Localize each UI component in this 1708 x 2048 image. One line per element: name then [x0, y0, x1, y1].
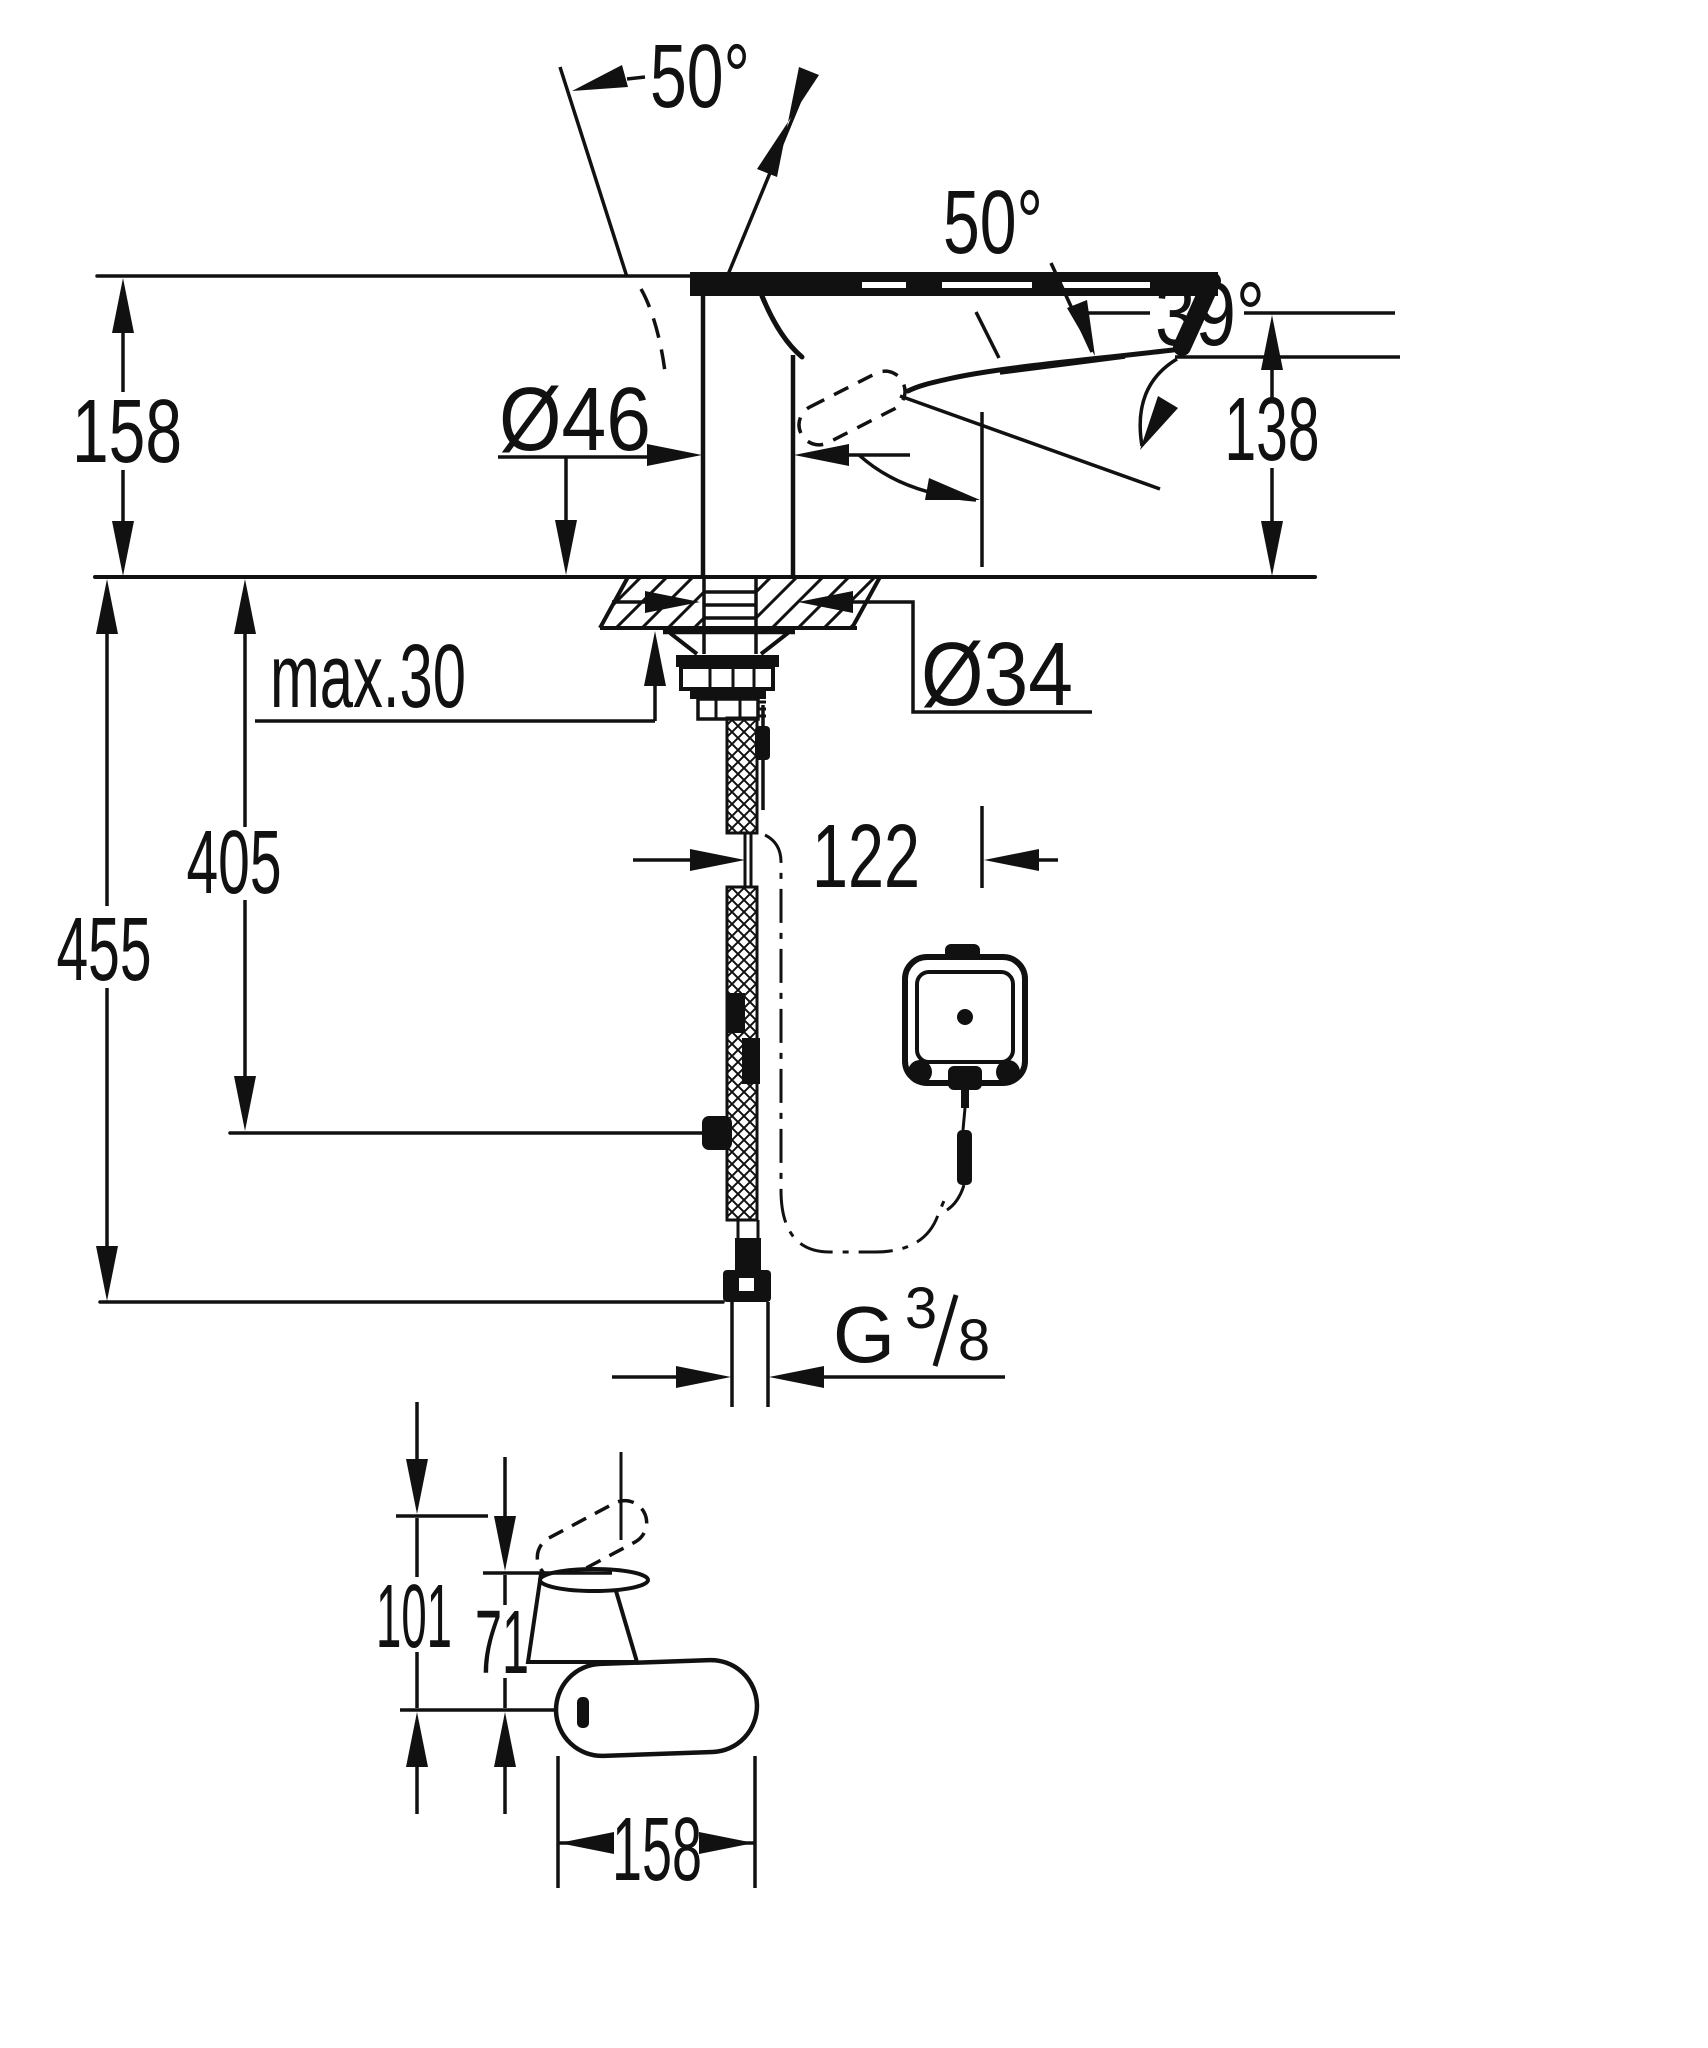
- countertop-section: [598, 576, 882, 654]
- control-box-cable-wire: [961, 1107, 967, 1131]
- escutcheon-side-left: [668, 631, 699, 656]
- dim-455-arrow-down: [96, 1246, 118, 1301]
- lever-flat-extension-line: [999, 355, 1126, 375]
- dim-138-arrow-down: [1261, 521, 1283, 576]
- label-view2-height-total: 101: [376, 1567, 452, 1667]
- label-thread-denominator: 8: [958, 1308, 990, 1373]
- dim-o34-arrow-left: [798, 591, 853, 613]
- threaded-shank: [696, 697, 760, 721]
- nut-collar: [690, 689, 766, 699]
- hose-elbow: [702, 1116, 732, 1150]
- dim-39-arrow-right: [1140, 396, 1178, 450]
- mounting-nut: [679, 665, 775, 691]
- pull-rod-knob: [755, 726, 770, 760]
- neck-curve: [759, 293, 805, 360]
- label-view2-height-body: 71: [475, 1593, 529, 1693]
- control-box-foot-right: [996, 1060, 1020, 1084]
- spray-reference-tick: [974, 311, 1001, 359]
- dim-405-arrow-up: [234, 579, 256, 634]
- dim-158b-arrow-right: [699, 1832, 754, 1854]
- label-hole-diameter: Ø34: [921, 625, 1073, 725]
- aerator-outline-dashed: [797, 369, 907, 447]
- shank-through-deck: [702, 577, 758, 654]
- label-body-diameter: Ø46: [499, 370, 651, 470]
- control-box-bottom-tab: [948, 1066, 982, 1090]
- dim-50a-leader: [626, 75, 646, 81]
- dim-50-bowtie-upper: [788, 67, 819, 122]
- control-box-foot-left: [908, 1060, 932, 1084]
- dim-122-arrow-right: [690, 849, 745, 871]
- label-angle-lever: 50°: [943, 173, 1043, 273]
- hose-end-fitting-slit: [739, 1278, 754, 1291]
- dim-o34-arrow-right: [645, 591, 700, 613]
- angle-construction: [558, 66, 1400, 567]
- control-box-center-dot: [957, 1009, 973, 1025]
- front-view-handle: [553, 1657, 760, 1759]
- label-right-height: 138: [1225, 380, 1320, 480]
- dim-g38-arrow-left: [769, 1366, 824, 1388]
- control-box-assembly: [764, 833, 1028, 1254]
- spout-underside: [905, 346, 1184, 394]
- label-view2-width: 158: [612, 1800, 702, 1900]
- dim-101-arrow-down: [406, 1459, 428, 1514]
- dim-o46-arrow-right: [647, 444, 702, 466]
- label-angle-swivel: 50°: [650, 27, 750, 127]
- dim-max30-arrow-up: [644, 631, 666, 686]
- g38-fraction-slash: [932, 1294, 959, 1367]
- flex-hose-braid-upper: [725, 716, 759, 835]
- dim-71-arrow-down: [494, 1516, 516, 1571]
- dim-158-arrow-down: [112, 521, 134, 576]
- hose-fitting-b: [742, 1038, 760, 1084]
- dim-50a-arrow: [572, 65, 628, 91]
- hose-fitting-a: [727, 993, 745, 1033]
- cable-connector-wire: [946, 1184, 966, 1212]
- cable-connector: [957, 1130, 972, 1185]
- dim-138-arrow-up: [1261, 315, 1283, 370]
- front-view: [396, 1402, 760, 1888]
- lever-end-cap: [1173, 272, 1221, 356]
- dim-39-arc-right: [1138, 357, 1178, 447]
- dim-405-arrow-down: [234, 1076, 256, 1131]
- dim-50b-arrow: [1067, 300, 1095, 356]
- dimensions: [96, 65, 1395, 1388]
- label-total-length: 455: [57, 900, 152, 1000]
- lever-raised-line-right: [725, 92, 805, 278]
- label-thread-g: G: [833, 1290, 895, 1379]
- front-view-handle-mark: [577, 1697, 589, 1728]
- dim-101-arrow-up: [406, 1712, 428, 1767]
- dim-455-arrow-up: [96, 579, 118, 634]
- spray-direction-line: [899, 394, 1161, 491]
- label-thread-numerator: 3: [905, 1276, 937, 1341]
- cable-routing-dashdot: [764, 833, 948, 1254]
- escutcheon-side-right: [759, 631, 790, 656]
- dim-g38-arrow-right: [676, 1366, 731, 1388]
- dim-71-arrow-up: [494, 1712, 516, 1767]
- front-view-lever-dashed: [535, 1498, 649, 1582]
- dim-158b-arrow-left: [559, 1832, 614, 1854]
- label-angle-spray: 39°: [1155, 265, 1265, 365]
- label-max-thickness: max.30: [270, 627, 466, 727]
- dim-158-arrow-up: [112, 278, 134, 333]
- label-hose-length: 405: [187, 813, 282, 913]
- dim-o46-arrow-left: [794, 444, 849, 466]
- hose-end-sleeve: [735, 1238, 761, 1270]
- dim-50-bowtie-lower: [757, 122, 788, 177]
- label-spout-height: 158: [72, 382, 182, 482]
- mounting-washer: [676, 655, 779, 667]
- dim-39-arrow-left: [925, 478, 980, 500]
- dim-max30-arrow-down: [555, 520, 577, 575]
- lever-raised-line-left: [558, 66, 629, 278]
- dim-o34-leader: [853, 600, 1092, 714]
- dim-122-arrow-left: [984, 849, 1039, 871]
- under-counter-assembly: [663, 629, 795, 1407]
- label-cable-offset: 122: [812, 807, 920, 907]
- faucet-main-view: [639, 272, 1221, 577]
- body-dashed-contour: [639, 288, 667, 373]
